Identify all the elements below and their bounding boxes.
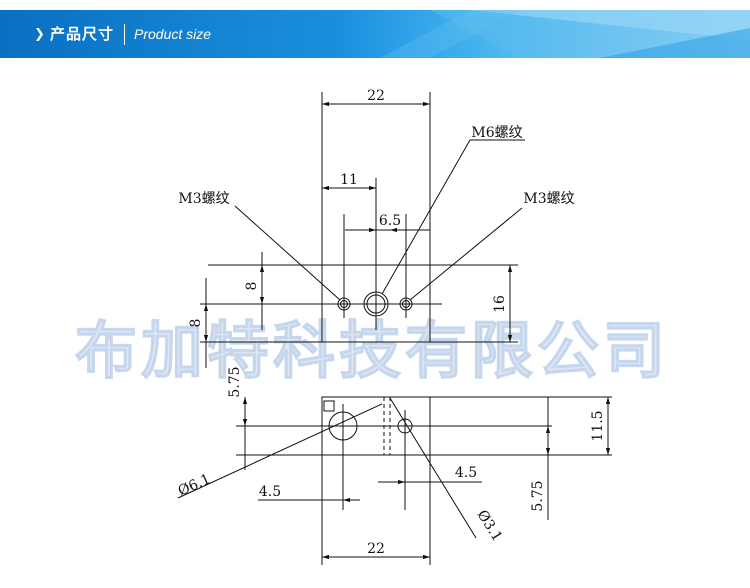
bottom-view-small-square (323, 400, 335, 412)
dim-text-16: 16 (492, 295, 508, 313)
dim-text-4-5-right: 4.5 (455, 465, 477, 481)
dim-text-5-75-right: 5.75 (530, 480, 546, 511)
dim-text-5-75-left: 5.75 (227, 366, 243, 397)
leader-m3-left (234, 205, 341, 301)
label-m6-thread: M6螺纹 (471, 125, 522, 141)
banner-title-english: Product size (134, 26, 212, 42)
m3-hole-left (337, 297, 351, 311)
section-banner: ❯ 产品尺寸 Product size (0, 0, 750, 70)
m3-hole-right-inner (402, 300, 410, 308)
m6-hole-inner (366, 294, 386, 314)
watermark-text: 布加特科技有限公司 (75, 314, 669, 387)
banner-divider (124, 24, 125, 45)
dim-text-11-5: 11.5 (590, 410, 606, 441)
banner-background (0, 10, 750, 58)
leader-m3-right (409, 207, 523, 301)
dim-text-22-top: 22 (367, 88, 385, 104)
label-m3-thread-right: M3螺纹 (523, 191, 574, 207)
leader-m6 (381, 139, 471, 295)
leader-dia-6-1 (177, 403, 383, 499)
m6-hole (363, 291, 389, 317)
m3-hole-right (399, 297, 413, 311)
dim-text-4-5-left: 4.5 (259, 484, 281, 500)
dim-text-dia-3-1: Ø3.1 (474, 507, 505, 544)
dim-text-22-bottom: 22 (367, 541, 385, 557)
m3-hole-left-inner (340, 300, 348, 308)
dim-text-dia-6-1: Ø6.1 (176, 471, 213, 499)
banner-title-chinese: 产品尺寸 (50, 25, 115, 43)
dim-text-8-lower: 8 (188, 319, 204, 328)
dim-text-8-upper: 8 (244, 282, 260, 291)
dim-text-11: 11 (340, 172, 358, 188)
chevron-right-icon: ❯ (34, 27, 45, 42)
dim-text-6-5: 6.5 (379, 213, 401, 229)
label-m3-thread-left: M3螺纹 (178, 191, 229, 207)
technical-drawing: 布加特科技有限公司 (74, 88, 669, 565)
leader-dia-3-1 (389, 397, 477, 539)
